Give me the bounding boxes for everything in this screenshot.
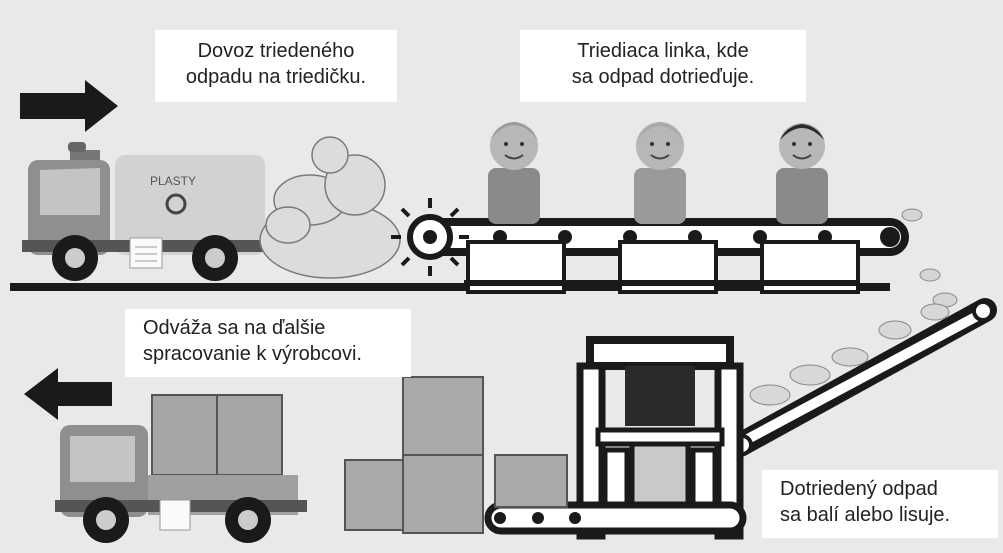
- label-baling-line1: Dotriedený odpad: [780, 478, 938, 500]
- label-baling: Dotriedený odpad sa balí alebo lisuje.: [762, 470, 998, 538]
- truck-sign: PLASTY: [150, 174, 196, 188]
- falling-bottles: [901, 208, 958, 308]
- arrow-right-icon: [20, 80, 118, 132]
- label-delivery-line2: odpadu na triedičku.: [185, 66, 367, 88]
- bale-truck: [55, 394, 307, 543]
- output-conveyor: [484, 501, 747, 535]
- plastics-truck: PLASTY: [22, 142, 274, 281]
- label-delivery-line1: Dovoz triedeného: [197, 40, 355, 62]
- recycling-icon: [165, 193, 187, 215]
- bottle-pile: [259, 136, 401, 279]
- worker-1: [488, 122, 540, 224]
- label-baling-line2: sa balí alebo lisuje.: [780, 504, 951, 526]
- ground-line-top: [10, 283, 890, 291]
- bales-stack: [344, 376, 568, 534]
- gear-icon: [391, 198, 469, 276]
- worker-3: [776, 123, 828, 224]
- label-sorting: Triediaca linka, kde sa odpad dotrieďuje…: [520, 30, 806, 102]
- label-delivery: Dovoz triedeného odpadu na triedičku.: [155, 30, 397, 102]
- label-transport-line2: spracovanie k výrobcovi.: [143, 343, 362, 365]
- label-sorting-line2: sa odpad dotrieďuje.: [571, 66, 755, 88]
- worker-2: [634, 122, 686, 224]
- label-transport-line1: Odváža sa na ďalšie: [143, 317, 326, 339]
- label-transport: Odváža sa na ďalšie spracovanie k výrobc…: [125, 309, 411, 377]
- arrow-left-icon: [24, 368, 112, 420]
- incline-bottles: [749, 303, 950, 406]
- incline-conveyor: [728, 298, 997, 457]
- sorting-conveyor: [411, 218, 909, 294]
- label-sorting-line1: Triediaca linka, kde: [577, 40, 749, 62]
- baling-press: [576, 336, 744, 540]
